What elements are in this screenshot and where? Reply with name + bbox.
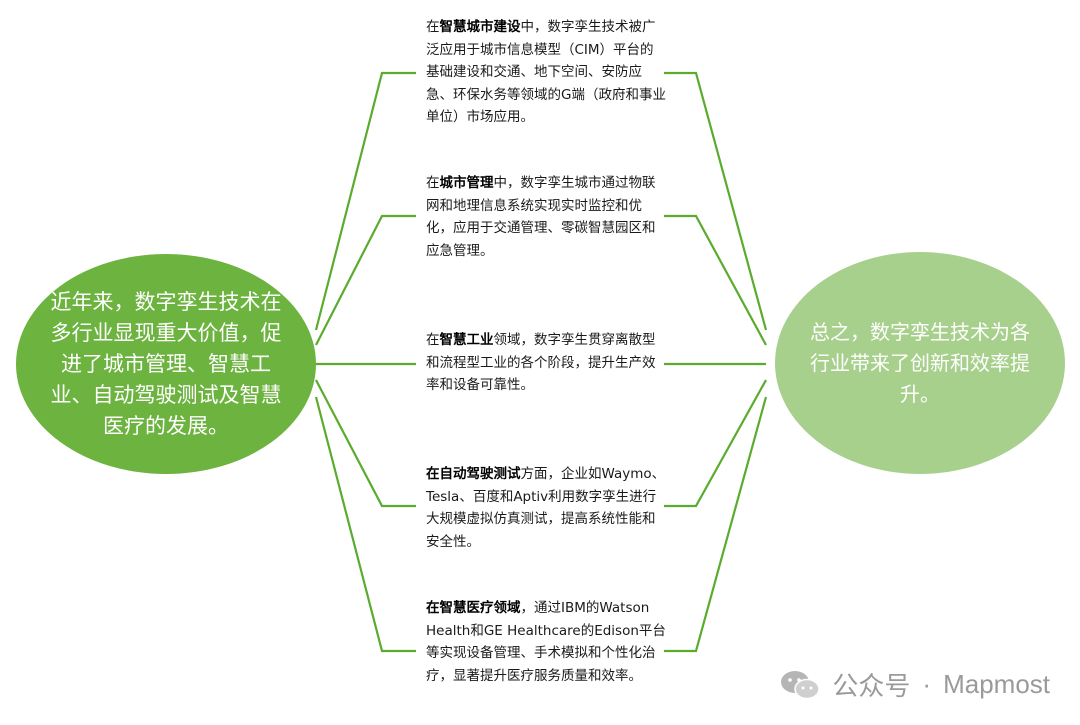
- watermark: 公众号 · Mapmost: [780, 666, 1050, 703]
- block-keyword: 在智慧医疗领域: [426, 600, 521, 616]
- block-pre: 在: [426, 19, 440, 35]
- connector-right-1: [664, 71, 768, 331]
- block-keyword: 城市管理: [439, 175, 494, 191]
- connector-left-4: [315, 379, 416, 508]
- connector-left-2: [315, 214, 416, 346]
- wechat-icon: [781, 670, 821, 699]
- connector-left-1: [314, 71, 416, 331]
- block-smart-industry: 在智慧工业领域，数字孪生贯穿离散型和流程型工业的各个阶段，提升生产效率和设备可靠…: [426, 329, 666, 397]
- conclusion-circle-right: 总之，数字孪生技术为各行业带来了创新和效率提升。: [775, 252, 1065, 474]
- watermark-account: 公众号: [832, 671, 911, 701]
- block-autonomous-driving: 在自动驾驶测试方面，企业如Waymo、Tesla、百度和Aptiv利用数字孪生进…: [426, 463, 666, 553]
- summary-left-text: 近年来，数字孪生技术在多行业显现重大价值，促进了城市管理、智慧工业、自动驾驶测试…: [50, 289, 282, 438]
- block-city-management: 在城市管理中，数字孪生城市通过物联网和地理信息系统实现实时监控和优化，应用于交通…: [426, 172, 666, 262]
- connector-right-2: [664, 214, 767, 346]
- block-smart-healthcare: 在智慧医疗领域，通过IBM的Watson Health和GE Healthcar…: [426, 597, 666, 687]
- block-smart-city: 在智慧城市建设中，数字孪生技术被广泛应用于城市信息模型（CIM）平台的基础建设和…: [426, 16, 666, 129]
- block-pre: 在: [426, 332, 440, 348]
- summary-circle-left: 近年来，数字孪生技术在多行业显现重大价值，促进了城市管理、智慧工业、自动驾驶测试…: [16, 254, 316, 474]
- connector-left-5: [314, 396, 416, 653]
- block-keyword: 智慧城市建设: [439, 19, 521, 35]
- block-keyword: 在自动驾驶测试: [426, 466, 521, 482]
- block-pre: 在: [426, 175, 440, 191]
- block-body: 方面，企业如Waymo、Tesla、百度和Aptiv利用数字孪生进行大规模虚拟仿…: [426, 466, 666, 550]
- watermark-separator: ·: [922, 669, 932, 699]
- conclusion-right-text: 总之，数字孪生技术为各行业带来了创新和效率提升。: [810, 319, 1030, 406]
- connector-right-4: [664, 379, 767, 508]
- block-keyword: 智慧工业: [439, 332, 494, 348]
- block-body: 领域，数字孪生贯穿离散型和流程型工业的各个阶段，提升生产效率和设备可靠性。: [426, 332, 656, 393]
- watermark-name: Mapmost: [943, 669, 1050, 699]
- connector-right-5: [664, 396, 768, 653]
- block-body: 中，数字孪生技术被广泛应用于城市信息模型（CIM）平台的基础建设和交通、地下空间…: [426, 19, 666, 125]
- block-body: 中，数字孪生城市通过物联网和地理信息系统实现实时监控和优化，应用于交通管理、零碳…: [426, 175, 656, 259]
- block-body: ，通过IBM的Watson Health和GE Healthcare的Ediso…: [426, 600, 666, 684]
